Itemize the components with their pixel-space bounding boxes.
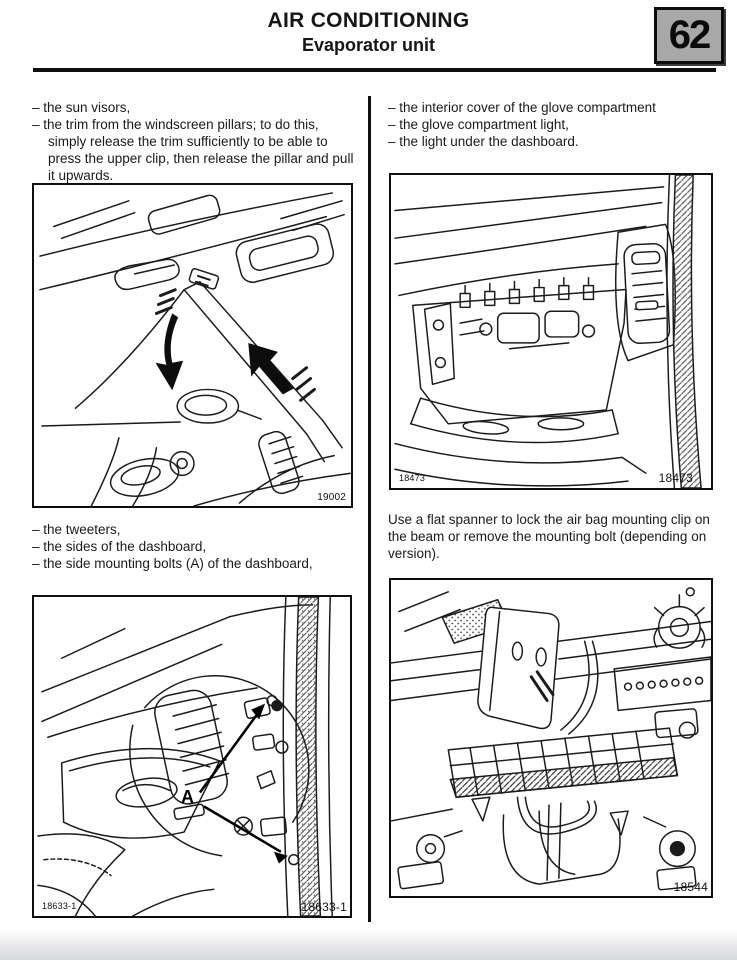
instruction-paragraph: Use a flat spanner to lock the air bag m… [388,512,710,561]
bullet-item: – the interior cover of the glove compar… [388,100,656,115]
figure-airbag-clip-beam: 18544 [389,578,713,898]
figure-number: 18473 [658,471,693,485]
bullet-item: – the tweeters, [32,522,121,537]
section-number-box: 62 [654,7,724,64]
bullet-item: – the sides of the dashboard, [32,539,207,554]
footer-gradient [0,930,737,960]
figure-number: 18633-1 [301,900,347,914]
pillar-trim-illustration [39,192,351,506]
bullet-item: – the light under the dashboard. [388,134,579,149]
bullet-item: – the sun visors, [32,100,131,115]
header-rule [33,68,716,72]
figure-number: 19002 [317,492,346,503]
figure-glove-compartment: 18473 18473 [389,173,713,490]
page-title: AIR CONDITIONING [267,9,470,32]
left-bullet-list-1: – the sun visors, – the trim from the wi… [32,99,360,184]
bullet-item: – the trim from the windscreen pillars; … [32,117,354,183]
airbag-clip-illustration [391,587,711,891]
figure-number: 18633-1 [42,901,77,911]
callout-label-a: A [181,787,194,807]
column-divider [368,96,371,922]
figure-pillar-trim: 19002 [32,183,353,508]
bullet-item: – the side mounting bolts (A) of the das… [32,556,313,571]
section-number: 62 [668,12,711,57]
figure-number: 18544 [673,880,708,894]
bullet-item: – the glove compartment light, [388,117,569,132]
figure-dashboard-side-bolts: A 18633-1 18633-1 [32,595,352,918]
right-bullet-list-1: – the interior cover of the glove compar… [388,99,723,150]
dashboard-side-illustration [37,597,333,916]
left-bullet-list-2: – the tweeters, – the sides of the dashb… [32,521,360,572]
page-subtitle: Evaporator unit [301,35,435,55]
glove-compartment-illustration [394,175,702,488]
figure-number: 18473 [399,473,426,483]
